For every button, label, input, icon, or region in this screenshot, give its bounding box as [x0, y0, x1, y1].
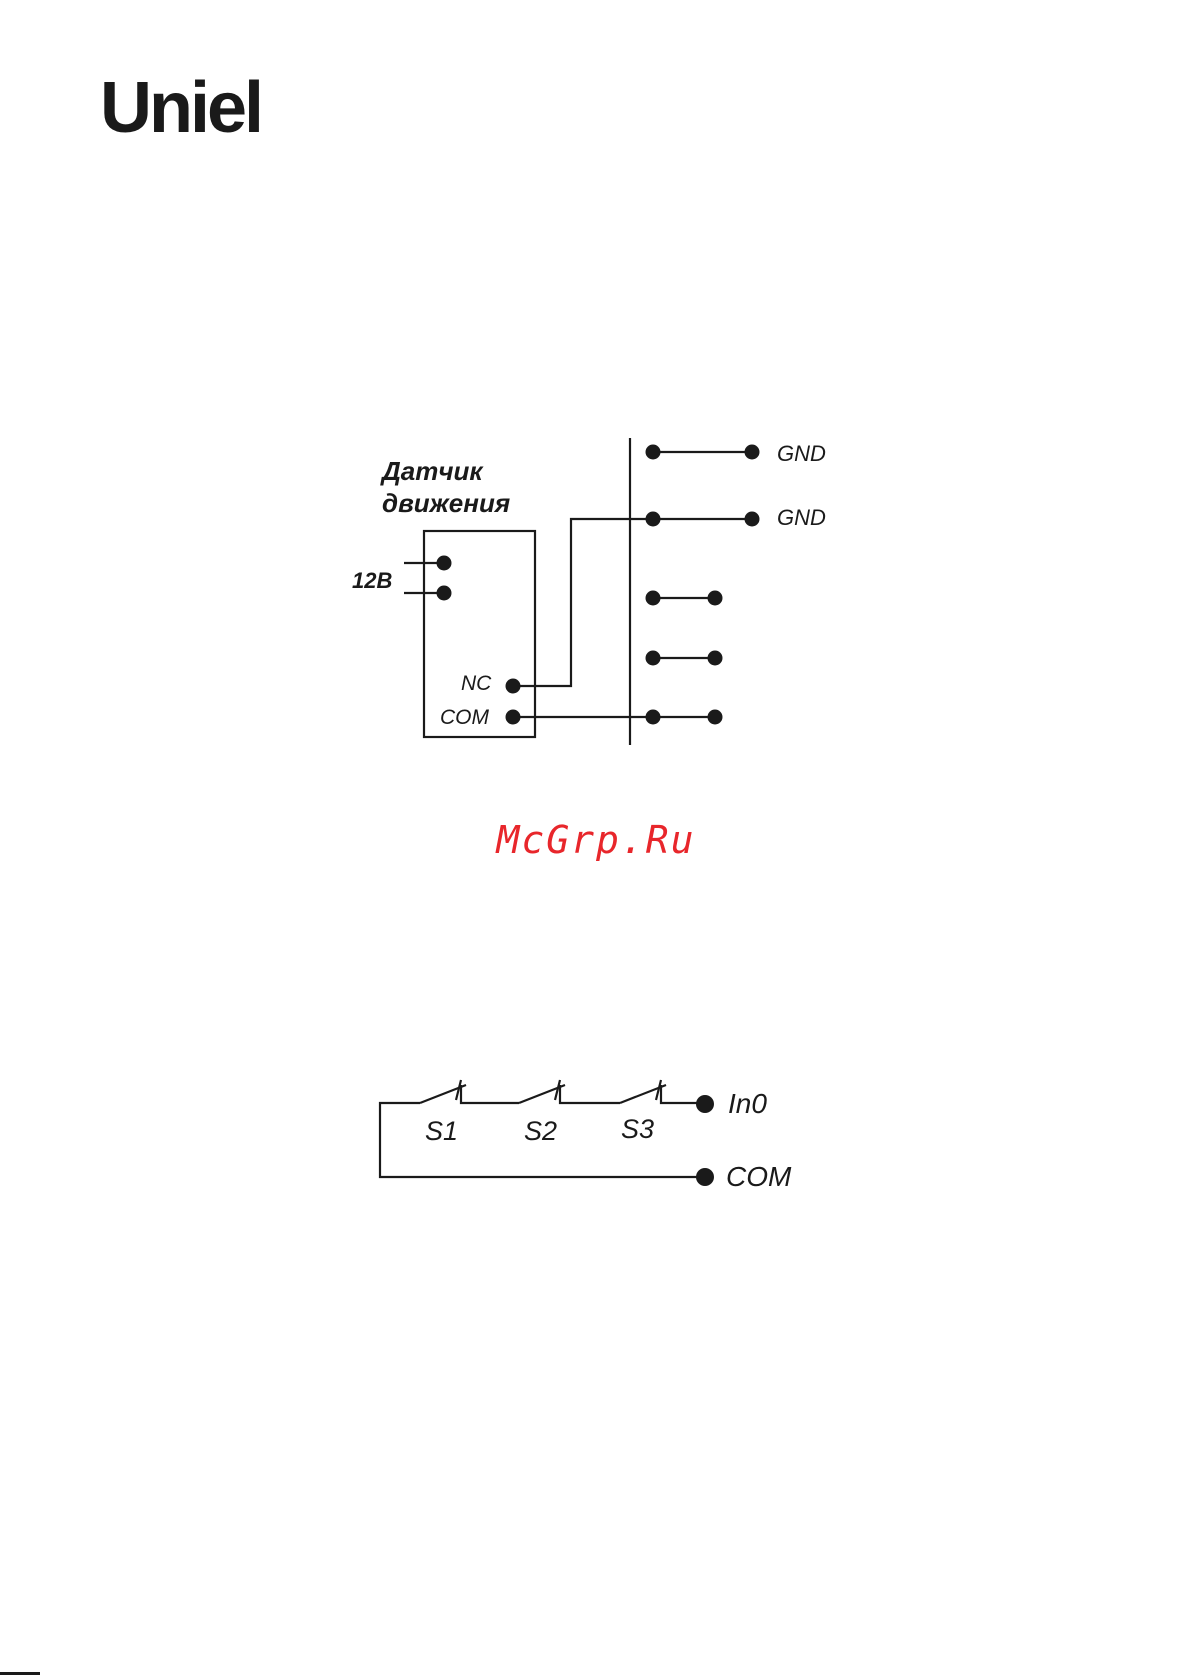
strip-dot-2b — [745, 512, 760, 527]
strip-dot-3a — [646, 591, 661, 606]
strip-dot-3b — [708, 591, 723, 606]
nc-label: NC — [461, 672, 492, 695]
switch-s1-contact — [461, 1085, 519, 1103]
gnd-label-2: GND — [777, 505, 826, 530]
gnd-label-1: GND — [777, 441, 826, 466]
switch-s3-label: S3 — [621, 1114, 654, 1144]
strip-dot-1b — [745, 445, 760, 460]
sensor-label-line1: Датчик — [380, 456, 484, 486]
strip-dot-4a — [646, 651, 661, 666]
com-terminal-dot — [506, 710, 521, 725]
strip-dot-5b — [708, 710, 723, 725]
sensor-label-line2: движения — [382, 488, 510, 518]
sensor-com-label: COM — [440, 706, 490, 729]
switch-s2-contact — [560, 1085, 620, 1103]
switch-s1-label: S1 — [425, 1116, 458, 1146]
in0-label: In0 — [728, 1088, 767, 1119]
strip-dot-4b — [708, 651, 723, 666]
switch-series-dots — [696, 1095, 714, 1186]
power-terminal-dot-1 — [437, 556, 452, 571]
switch-s2-label: S2 — [524, 1116, 557, 1146]
watermark-text: McGrp.Ru — [0, 818, 1192, 862]
strip-dot-1a — [646, 445, 661, 460]
com-label-2: COM — [726, 1161, 792, 1192]
power-label: 12В — [352, 568, 392, 593]
strip-dot-5a — [646, 710, 661, 725]
in0-terminal-dot — [696, 1095, 714, 1113]
strip-dot-2a — [646, 512, 661, 527]
power-terminal-dot-2 — [437, 586, 452, 601]
page-corner-rule — [0, 1672, 40, 1675]
com-terminal-dot-2 — [696, 1168, 714, 1186]
nc-terminal-dot — [506, 679, 521, 694]
